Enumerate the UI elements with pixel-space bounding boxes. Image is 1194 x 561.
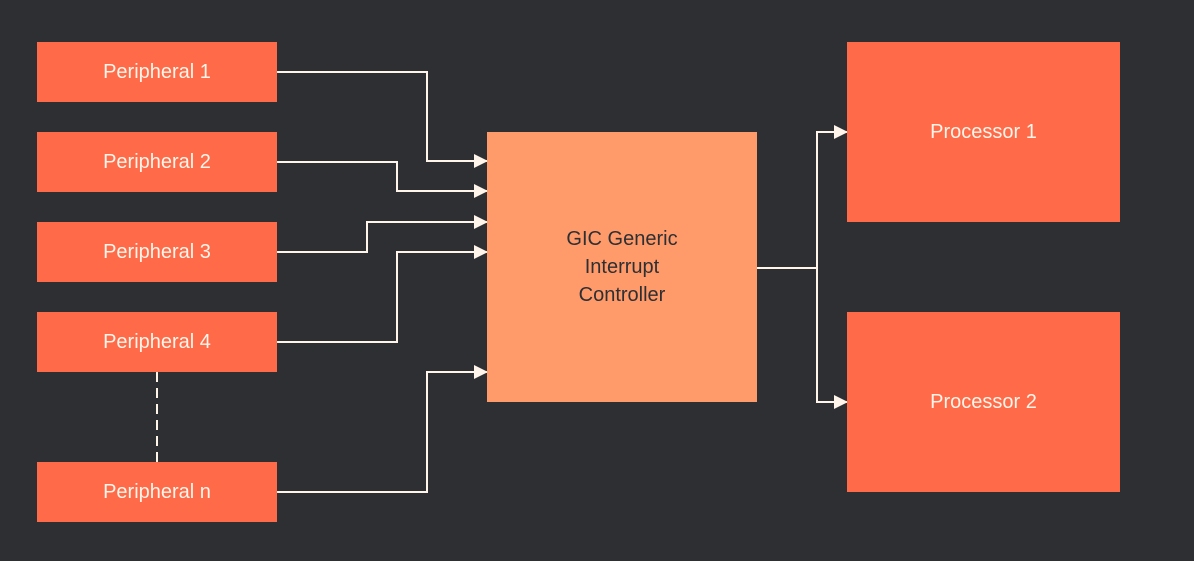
processor-2-label: Processor 2 (930, 390, 1037, 413)
edge-p4-gic (277, 245, 488, 343)
peripheral-2-node: Peripheral 2 (37, 132, 277, 192)
peripheral-4-node: Peripheral 4 (37, 312, 277, 372)
edge-p2-gic (277, 161, 488, 198)
peripheral-n-node: Peripheral n (37, 462, 277, 522)
gic-controller-node: GIC Generic Interrupt Controller (487, 132, 757, 402)
gic-label-line1: GIC Generic (566, 228, 678, 250)
peripheral-3-label: Peripheral 3 (103, 240, 211, 263)
edge-gic-cpu2 (816, 268, 848, 409)
processor-1-node: Processor 1 (847, 42, 1120, 222)
peripheral-3-node: Peripheral 3 (37, 222, 277, 282)
processor-1-label: Processor 1 (930, 120, 1037, 143)
gic-label-line2: Interrupt (584, 256, 660, 278)
peripheral-1-label: Peripheral 1 (103, 60, 211, 83)
peripheral-2-label: Peripheral 2 (103, 150, 211, 173)
edge-p3-gic (277, 215, 488, 253)
peripheral-4-label: Peripheral 4 (103, 330, 211, 353)
peripheral-n-label: Peripheral n (103, 480, 211, 503)
gic-label-line3: Controller (578, 284, 666, 306)
edge-gic-cpu1 (816, 125, 848, 268)
peripheral-1-node: Peripheral 1 (37, 42, 277, 102)
processor-2-node: Processor 2 (847, 312, 1120, 492)
edge-pn-gic (277, 365, 488, 493)
edge-p1-gic (277, 71, 488, 168)
